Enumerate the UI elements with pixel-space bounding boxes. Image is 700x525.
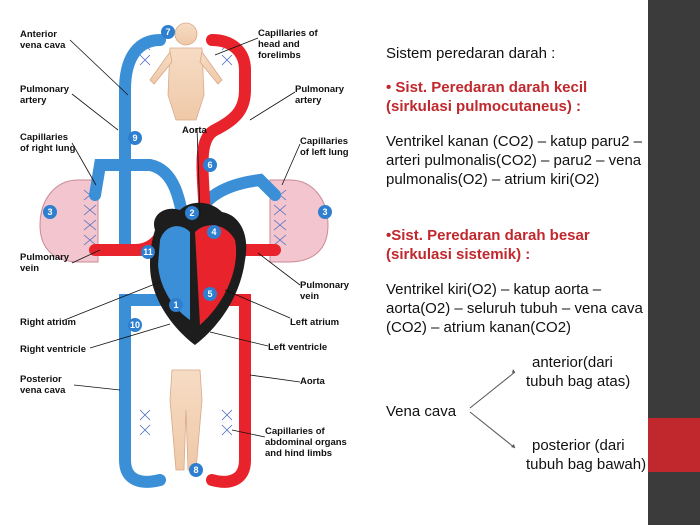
- marker-7: [161, 25, 175, 39]
- circulation-diagram: 7 9 6 3 3 2 4 11 5 1 10 8: [20, 22, 350, 488]
- right-lung: [39, 179, 99, 263]
- marker-1: [169, 298, 183, 312]
- label-left-ventricle: Left ventricle: [268, 342, 327, 353]
- svg-text:2: 2: [189, 208, 194, 218]
- svg-text:7: 7: [165, 27, 170, 37]
- svg-text:8: 8: [193, 465, 198, 475]
- leader-lines: [61, 37, 301, 438]
- svg-text:9: 9: [132, 133, 137, 143]
- svg-text:5: 5: [207, 289, 212, 299]
- svg-text:3: 3: [322, 207, 327, 217]
- red-accent-block: [648, 418, 700, 472]
- svg-text:4: 4: [211, 227, 216, 237]
- label-right-ventricle: Right ventricle: [20, 344, 86, 355]
- marker-2: [185, 206, 199, 220]
- slide-heading: Sistem peredaran darah :: [386, 45, 556, 62]
- marker-3-left: [43, 205, 57, 219]
- upper-body-figure: [149, 22, 223, 121]
- svg-text:6: 6: [207, 160, 212, 170]
- marker-5: [203, 287, 217, 301]
- left-lung: [269, 179, 329, 263]
- posterior-vena-cava-note: posterior (dari tubuh bag bawah): [526, 437, 647, 473]
- number-markers: 7 9 6 3 3 2 4 11 5 1 10 8: [43, 25, 332, 477]
- marker-3-right: [318, 205, 332, 219]
- vena-cava-label: Vena cava: [386, 403, 457, 420]
- small-circulation-title: • Sist. Peredaran darah kecil (sirkulasi…: [386, 79, 588, 115]
- anterior-vena-cava-note: anterior(dari tubuh bag atas): [526, 354, 631, 390]
- svg-text:1: 1: [173, 300, 178, 310]
- marker-10: [128, 318, 142, 332]
- lower-body-figure: [169, 369, 203, 471]
- big-circulation-title: •Sist. Peredaran darah besar (sirkulasi …: [386, 227, 590, 263]
- svg-text:11: 11: [143, 247, 153, 257]
- label-left-atrium: Left atrium: [290, 317, 339, 328]
- marker-11: [141, 245, 155, 259]
- small-circulation-body: Ventrikel kanan (CO2) – katup paru2 – ar…: [386, 133, 642, 188]
- label-aorta-top: Aorta: [182, 125, 208, 136]
- marker-4: [207, 225, 221, 239]
- svg-text:3: 3: [47, 207, 52, 217]
- big-circulation-body: Ventrikel kiri(O2) – katup aorta – aorta…: [386, 281, 643, 336]
- marker-9: [128, 131, 142, 145]
- marker-6: [203, 158, 217, 172]
- marker-8: [189, 463, 203, 477]
- label-aorta-bottom: Aorta: [300, 376, 326, 387]
- label-right-atrium: Right atrium: [20, 317, 76, 328]
- svg-text:10: 10: [130, 320, 140, 330]
